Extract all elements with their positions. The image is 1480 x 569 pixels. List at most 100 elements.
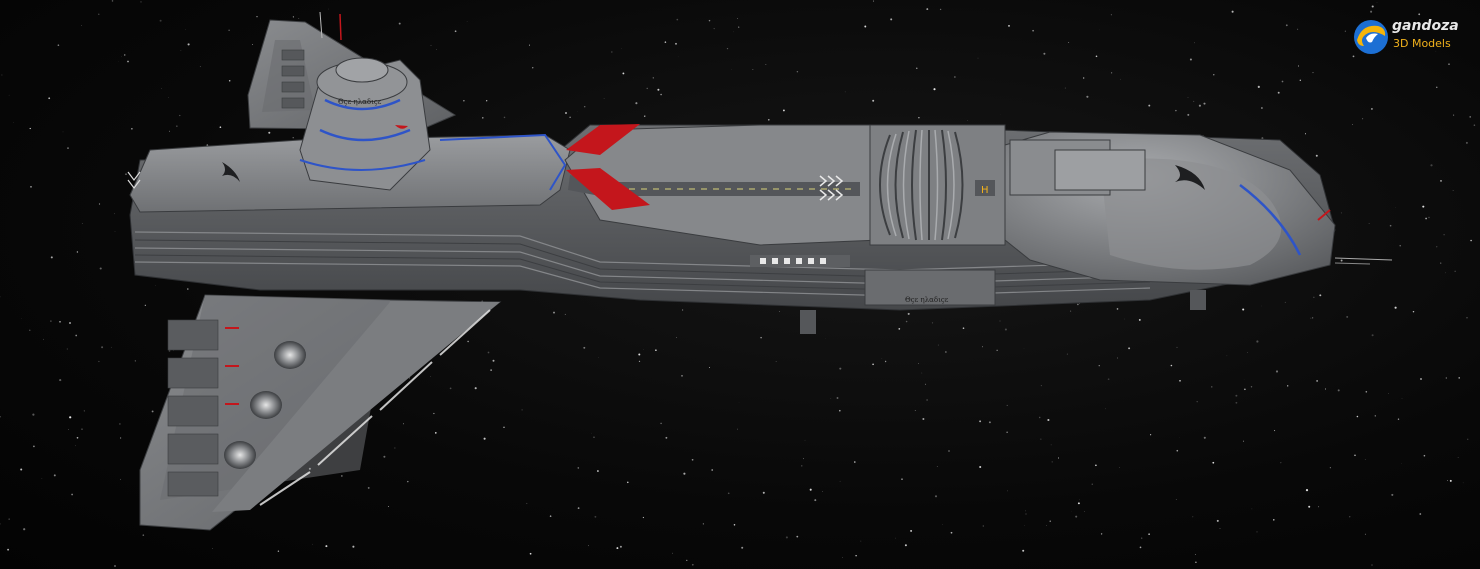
star [134, 360, 136, 362]
star [901, 478, 903, 480]
star [168, 97, 170, 99]
star [1, 74, 3, 76]
star [23, 528, 26, 531]
star [1308, 505, 1311, 508]
star [403, 423, 404, 425]
star [937, 344, 939, 346]
star [962, 327, 965, 329]
star [1193, 100, 1195, 102]
star [1194, 42, 1195, 44]
star [0, 416, 1, 418]
star [1352, 55, 1355, 58]
star [101, 346, 104, 349]
logo-subtitle: 3D Models [1393, 37, 1451, 50]
star [779, 311, 780, 313]
star [1119, 467, 1120, 468]
deck-chevrons [819, 175, 844, 201]
star [1371, 5, 1374, 8]
star [839, 480, 841, 482]
star [76, 251, 79, 253]
star [1107, 378, 1110, 381]
star [1297, 28, 1299, 30]
star [1203, 436, 1206, 439]
star [1412, 31, 1414, 33]
star [463, 100, 465, 102]
star [1068, 42, 1070, 43]
star [1040, 438, 1042, 440]
star [646, 87, 648, 90]
star [454, 30, 457, 33]
star [1274, 430, 1276, 432]
star [1095, 55, 1098, 58]
star [936, 466, 938, 467]
star [996, 349, 998, 351]
star [1364, 459, 1366, 460]
star [67, 147, 69, 149]
star [53, 474, 56, 477]
star [1213, 74, 1215, 76]
star [503, 426, 505, 428]
star [1419, 513, 1422, 515]
star [1196, 401, 1198, 403]
star [737, 428, 738, 430]
star [836, 397, 839, 399]
lower-wing [139, 294, 502, 531]
star [977, 57, 979, 59]
star [1077, 502, 1080, 505]
star [945, 351, 947, 353]
star [682, 309, 684, 311]
star [75, 334, 78, 337]
star [256, 16, 258, 18]
star [1454, 270, 1456, 272]
star [407, 480, 409, 483]
star [75, 445, 76, 447]
star [914, 410, 916, 411]
star [627, 481, 629, 484]
star [98, 203, 101, 205]
star [352, 545, 355, 548]
star [98, 13, 100, 15]
star [683, 472, 686, 475]
star [251, 43, 253, 45]
star [33, 445, 35, 448]
star [68, 429, 70, 430]
star [1086, 95, 1089, 98]
star [114, 213, 115, 215]
star [1457, 457, 1459, 458]
star [1110, 14, 1112, 16]
star [738, 26, 740, 28]
star [1025, 513, 1027, 515]
star [43, 338, 44, 340]
star [1064, 87, 1066, 89]
star [7, 548, 10, 551]
star [127, 60, 129, 63]
star [1412, 310, 1415, 313]
star [529, 552, 532, 555]
star [277, 550, 280, 552]
gandoza-logo: gandoza 3D Models [1352, 16, 1468, 56]
star [926, 8, 929, 11]
star [872, 363, 874, 366]
star [1362, 118, 1364, 120]
star [30, 186, 32, 188]
star [910, 529, 913, 532]
star [918, 116, 920, 119]
star [66, 348, 68, 350]
star [1411, 40, 1412, 42]
star [50, 320, 52, 322]
star [292, 137, 294, 139]
star [979, 420, 982, 423]
star [569, 116, 571, 119]
star [660, 93, 662, 96]
star [890, 18, 893, 21]
star [1466, 317, 1468, 319]
star [69, 322, 71, 324]
star [1105, 408, 1106, 410]
star [660, 422, 662, 425]
star [954, 76, 956, 78]
star [29, 329, 31, 331]
star [1420, 378, 1422, 380]
star [979, 465, 982, 469]
star [180, 50, 182, 52]
star [752, 69, 754, 70]
